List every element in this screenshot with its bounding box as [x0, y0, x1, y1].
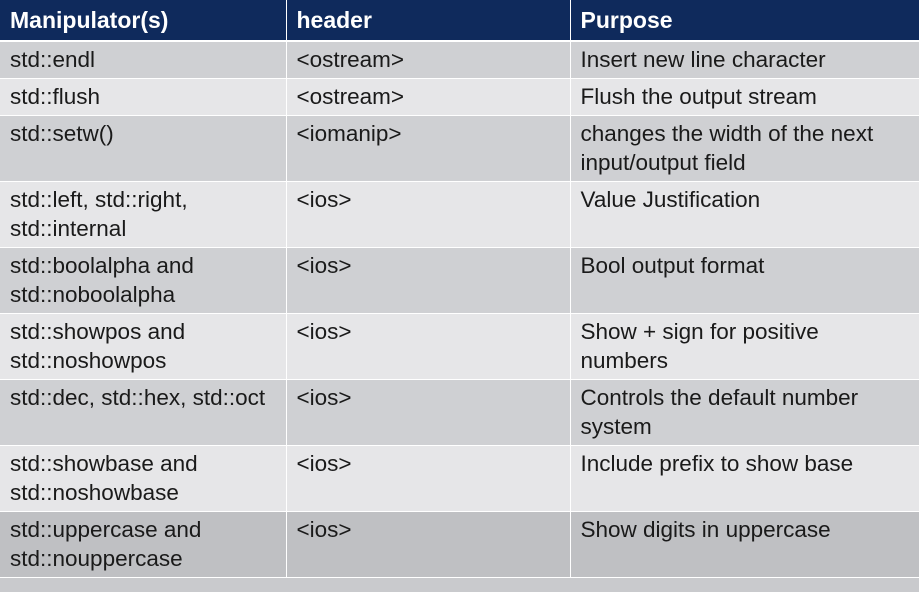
header-cell: <iomanip>	[286, 115, 571, 182]
manipulator-cell: std::setw()	[0, 115, 287, 182]
header-cell: <ios>	[286, 379, 571, 446]
purpose-cell: Value Justification	[570, 181, 919, 248]
purpose-cell: Flush the output stream	[570, 78, 919, 116]
purpose-cell: changes the width of the next input/outp…	[570, 115, 919, 182]
manipulator-cell: std::dec, std::hex, std::oct	[0, 379, 287, 446]
purpose-cell: Bool output format	[570, 247, 919, 314]
table-header-row: Manipulator(s) header Purpose	[0, 0, 919, 42]
table-row: std::showpos and std::noshowpos <ios> Sh…	[0, 313, 919, 380]
table-row: std::endl <ostream> Insert new line char…	[0, 41, 919, 79]
column-header-header: header	[286, 0, 571, 42]
manipulator-cell: std::flush	[0, 78, 287, 116]
purpose-cell: Include prefix to show base	[570, 445, 919, 512]
table-row: std::showbase and std::noshowbase <ios> …	[0, 445, 919, 512]
manipulator-cell: std::left, std::right, std::internal	[0, 181, 287, 248]
table-row: std::uppercase and std::nouppercase <ios…	[0, 511, 919, 578]
header-cell: <ostream>	[286, 78, 571, 116]
header-cell: <ostream>	[286, 41, 571, 79]
column-header-manipulators: Manipulator(s)	[0, 0, 287, 42]
purpose-cell: Controls the default number system	[570, 379, 919, 446]
manipulator-cell: std::showpos and std::noshowpos	[0, 313, 287, 380]
header-cell: <ios>	[286, 511, 571, 578]
purpose-cell: Show digits in uppercase	[570, 511, 919, 578]
table-row: std::dec, std::hex, std::oct <ios> Contr…	[0, 379, 919, 446]
manipulator-cell: std::uppercase and std::nouppercase	[0, 511, 287, 578]
header-cell: <ios>	[286, 181, 571, 248]
table-row: std::setw() <iomanip> changes the width …	[0, 115, 919, 182]
table-row: std::flush <ostream> Flush the output st…	[0, 78, 919, 116]
purpose-cell: Insert new line character	[570, 41, 919, 79]
table-row: std::left, std::right, std::internal <io…	[0, 181, 919, 248]
column-header-purpose: Purpose	[570, 0, 919, 42]
header-cell: <ios>	[286, 313, 571, 380]
manipulator-cell: std::boolalpha and std::noboolalpha	[0, 247, 287, 314]
header-cell: <ios>	[286, 445, 571, 512]
manipulator-cell: std::endl	[0, 41, 287, 79]
purpose-cell: Show + sign for positive numbers	[570, 313, 919, 380]
table-row: std::boolalpha and std::noboolalpha <ios…	[0, 247, 919, 314]
manipulator-cell: std::showbase and std::noshowbase	[0, 445, 287, 512]
header-cell: <ios>	[286, 247, 571, 314]
manipulators-table: Manipulator(s) header Purpose std::endl …	[0, 0, 919, 578]
